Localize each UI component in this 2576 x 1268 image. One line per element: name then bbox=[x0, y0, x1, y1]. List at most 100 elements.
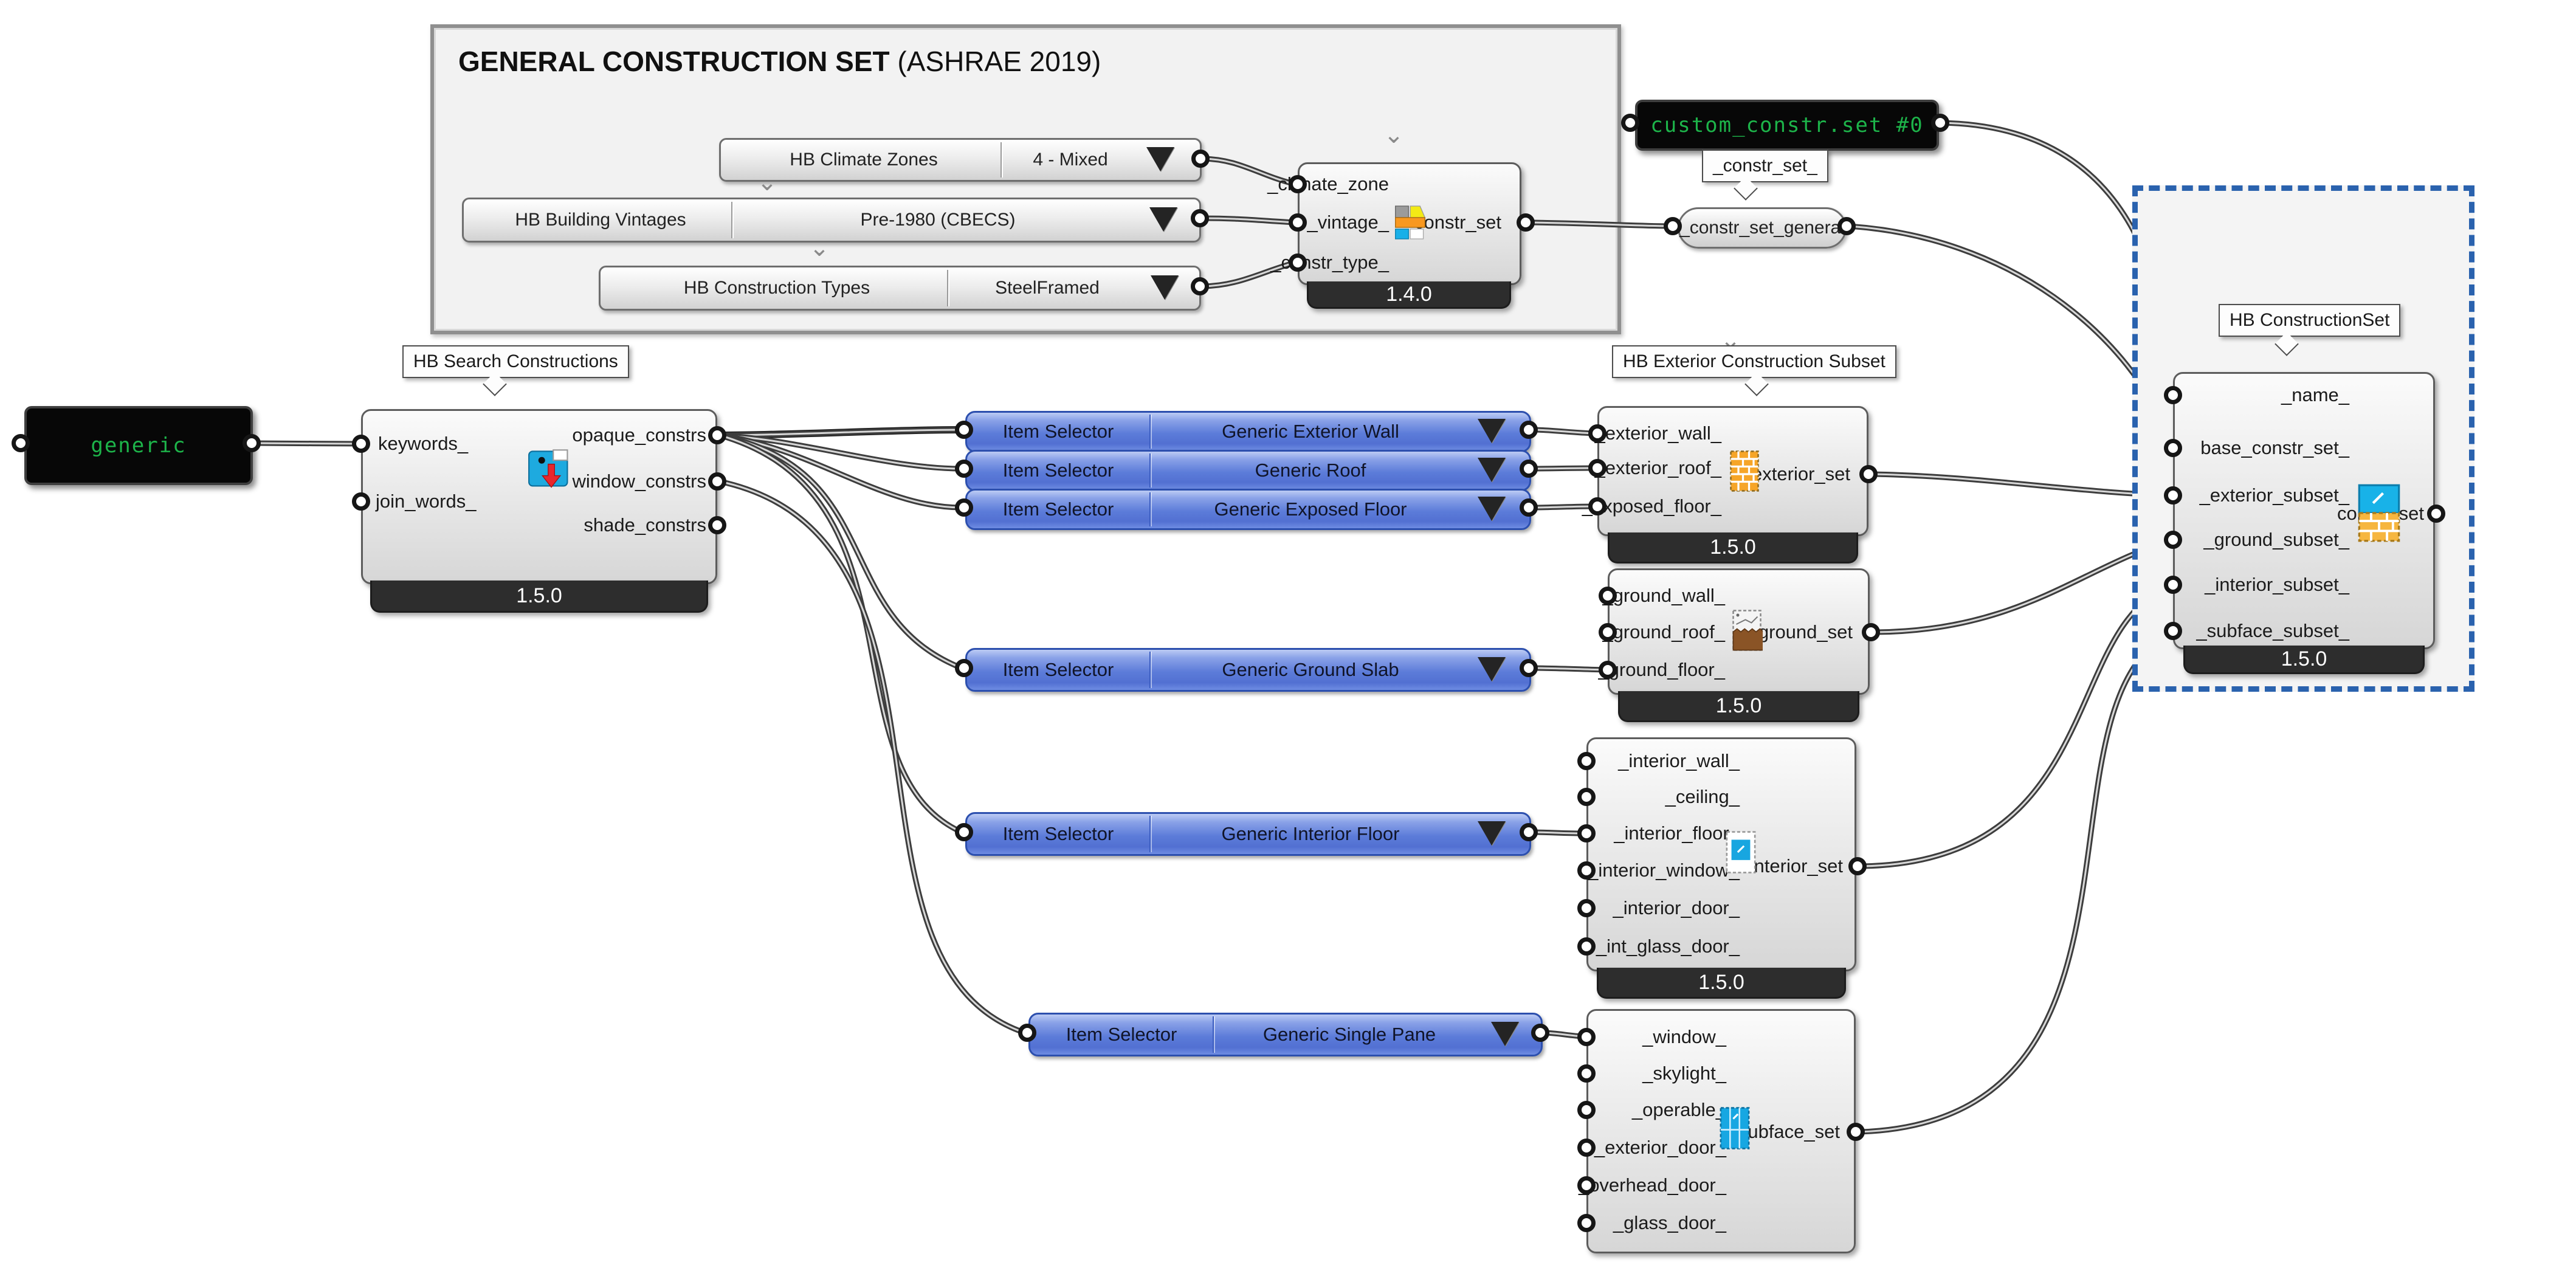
output-connector[interactable] bbox=[708, 472, 726, 491]
value-list-climate-zones[interactable]: HB Climate Zones 4 - Mixed bbox=[719, 138, 1202, 182]
input-connector[interactable] bbox=[955, 498, 973, 517]
output-connector[interactable] bbox=[708, 426, 726, 444]
input-connector[interactable] bbox=[1289, 253, 1307, 272]
input-label: _ground_roof_ bbox=[1602, 621, 1725, 643]
output-connector[interactable] bbox=[1862, 623, 1880, 641]
input-connector[interactable] bbox=[1599, 587, 1617, 605]
chevron-down-icon[interactable] bbox=[1151, 275, 1179, 300]
component-search-constructions[interactable] bbox=[361, 409, 717, 584]
input-connector[interactable] bbox=[352, 492, 370, 511]
output-connector[interactable] bbox=[1520, 460, 1538, 478]
output-label: exterior_set bbox=[1752, 463, 1850, 484]
input-connector[interactable] bbox=[1577, 1176, 1596, 1194]
input-connector[interactable] bbox=[2164, 531, 2182, 549]
input-connector[interactable] bbox=[2164, 622, 2182, 640]
input-connector[interactable] bbox=[1577, 788, 1596, 806]
item-selector-label: Item Selector bbox=[1066, 1024, 1177, 1045]
output-connector[interactable] bbox=[1520, 498, 1538, 517]
input-connector[interactable] bbox=[2164, 386, 2182, 404]
input-connector[interactable] bbox=[955, 460, 973, 478]
input-connector[interactable] bbox=[1577, 752, 1596, 770]
panel-custom-constr-set[interactable]: custom_constr.set #0 bbox=[1635, 100, 1939, 151]
input-label: _overhead_door_ bbox=[1578, 1174, 1726, 1196]
value-list-building-vintages[interactable]: HB Building Vintages Pre-1980 (CBECS) bbox=[462, 198, 1201, 243]
brick-wall-icon bbox=[1730, 450, 1759, 492]
item-selector-exterior-wall[interactable]: Item Selector Generic Exterior Wall bbox=[965, 411, 1531, 452]
input-label: _exterior_subset_ bbox=[2199, 484, 2349, 506]
output-connector[interactable] bbox=[1837, 217, 1856, 235]
chevron-down-icon[interactable] bbox=[1149, 207, 1177, 232]
input-connector[interactable] bbox=[352, 435, 370, 453]
output-connector[interactable] bbox=[1191, 277, 1209, 295]
chevron-down-icon[interactable] bbox=[1491, 1022, 1519, 1046]
input-connector[interactable] bbox=[955, 659, 973, 677]
chevron-down-icon[interactable] bbox=[1146, 147, 1174, 171]
input-connector[interactable] bbox=[955, 823, 973, 841]
chevron-down-icon[interactable] bbox=[1478, 657, 1506, 681]
input-connector[interactable] bbox=[2164, 486, 2182, 505]
panel-generic[interactable]: generic bbox=[24, 406, 253, 485]
item-selector-label: Item Selector bbox=[1002, 659, 1114, 680]
input-connector[interactable] bbox=[1577, 899, 1596, 917]
value-list-name: HB Climate Zones bbox=[790, 150, 938, 170]
output-connector[interactable] bbox=[708, 516, 726, 534]
input-connector[interactable] bbox=[1664, 217, 1682, 235]
divider bbox=[1213, 1016, 1215, 1053]
chevron-down-icon[interactable] bbox=[1478, 419, 1506, 443]
input-connector[interactable] bbox=[1588, 424, 1607, 443]
input-connector[interactable] bbox=[1577, 861, 1596, 880]
item-selector-single-pane[interactable]: Item Selector Generic Single Pane bbox=[1028, 1013, 1543, 1056]
input-connector[interactable] bbox=[1577, 824, 1596, 842]
item-selector-exposed-floor[interactable]: Item Selector Generic Exposed Floor bbox=[965, 489, 1531, 530]
item-selector-interior-floor[interactable]: Item Selector Generic Interior Floor bbox=[965, 812, 1531, 856]
input-connector[interactable] bbox=[1577, 1064, 1596, 1083]
input-connector[interactable] bbox=[1599, 623, 1617, 641]
value-list-name: HB Construction Types bbox=[683, 278, 870, 298]
input-connector[interactable] bbox=[1577, 1214, 1596, 1232]
input-connector[interactable] bbox=[2164, 439, 2182, 457]
output-connector[interactable] bbox=[1520, 659, 1538, 677]
output-label: opaque_constrs bbox=[572, 424, 706, 446]
item-selector-value: Generic Single Pane bbox=[1262, 1024, 1436, 1045]
chevron-down-icon[interactable] bbox=[1478, 458, 1506, 482]
item-selector-roof[interactable]: Item Selector Generic Roof bbox=[965, 450, 1531, 491]
output-connector[interactable] bbox=[1520, 823, 1538, 841]
output-connector[interactable] bbox=[1848, 857, 1867, 875]
output-connector[interactable] bbox=[1520, 421, 1538, 439]
item-selector-label: Item Selector bbox=[1002, 498, 1114, 520]
input-connector[interactable] bbox=[955, 421, 973, 439]
input-connector[interactable] bbox=[1577, 1028, 1596, 1046]
input-connector[interactable] bbox=[1577, 937, 1596, 956]
output-connector[interactable] bbox=[1859, 465, 1878, 483]
input-connector[interactable] bbox=[1289, 175, 1307, 193]
output-label: window_constrs bbox=[572, 470, 706, 492]
input-connector[interactable] bbox=[1599, 661, 1617, 679]
input-label: _vintage_ bbox=[1307, 212, 1389, 233]
output-connector[interactable] bbox=[2427, 505, 2445, 523]
output-connector[interactable] bbox=[243, 434, 261, 452]
chevron-down-icon[interactable] bbox=[1478, 497, 1506, 521]
output-connector[interactable] bbox=[1531, 1024, 1549, 1042]
input-connector[interactable] bbox=[1577, 1139, 1596, 1157]
interior-window-icon bbox=[1726, 831, 1756, 873]
output-connector[interactable] bbox=[1191, 209, 1209, 227]
output-connector[interactable] bbox=[1191, 150, 1210, 168]
output-connector[interactable] bbox=[1931, 114, 1949, 132]
input-connector[interactable] bbox=[1588, 497, 1607, 515]
value-list-construction-types[interactable]: HB Construction Types SteelFramed bbox=[599, 266, 1201, 311]
input-connector[interactable] bbox=[2164, 576, 2182, 594]
component-interior-subset[interactable] bbox=[1586, 737, 1856, 971]
output-connector[interactable] bbox=[1847, 1123, 1865, 1141]
capsule-constr-set-general[interactable]: _constr_set_general bbox=[1678, 207, 1847, 249]
item-selector-ground-slab[interactable]: Item Selector Generic Ground Slab bbox=[965, 648, 1531, 692]
input-connector[interactable] bbox=[1621, 114, 1639, 132]
output-connector[interactable] bbox=[1517, 213, 1535, 232]
input-connector[interactable] bbox=[1289, 213, 1307, 232]
input-connector[interactable] bbox=[1577, 1101, 1596, 1119]
input-connector[interactable] bbox=[12, 434, 30, 452]
component-custom-construction-set[interactable] bbox=[2173, 372, 2435, 649]
input-connector[interactable] bbox=[1588, 459, 1607, 477]
input-connector[interactable] bbox=[1018, 1024, 1036, 1042]
chevron-down-icon[interactable] bbox=[1478, 821, 1506, 846]
